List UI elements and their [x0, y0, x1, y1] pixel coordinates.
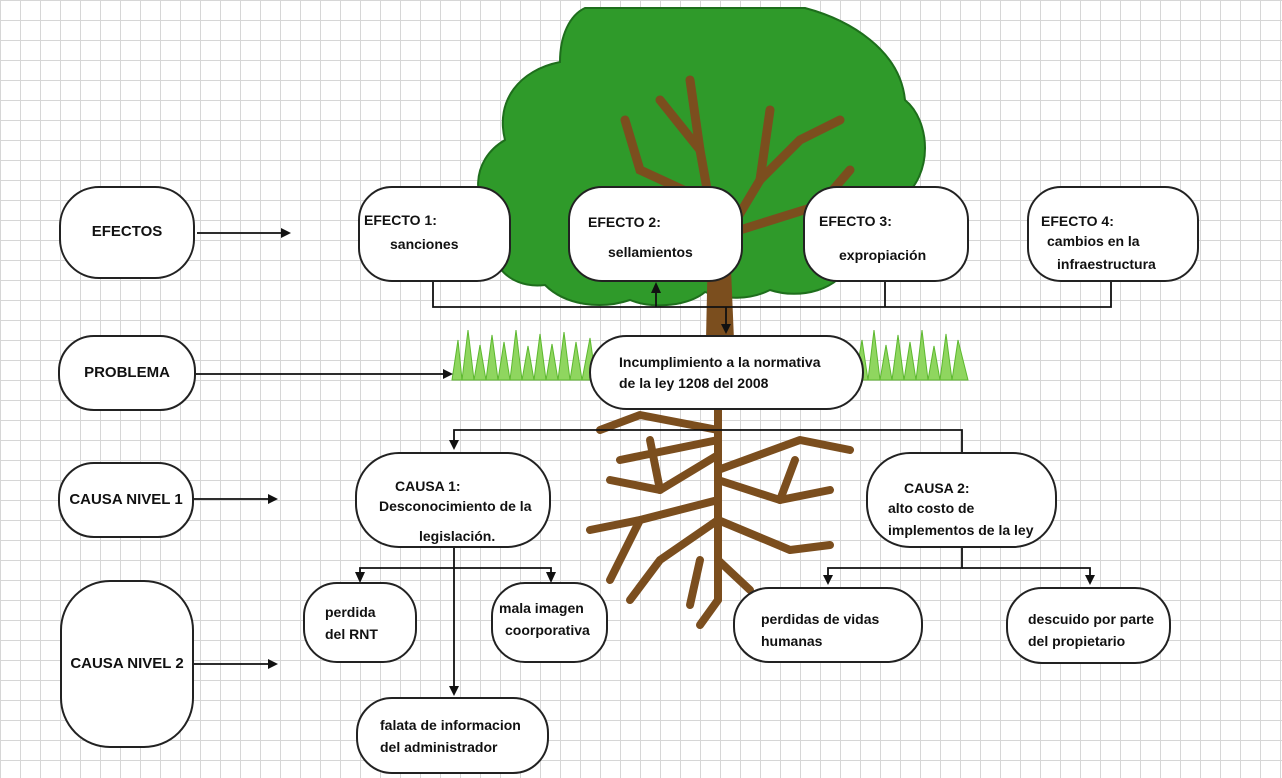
causa-2-2-line-2: coorporativa [505, 622, 590, 638]
causa-2-1-line-2: del RNT [325, 626, 378, 642]
label-causa-nivel-1-text: CAUSA NIVEL 1 [69, 490, 183, 508]
problema-box: Incumplimiento a la normativa de la ley … [589, 335, 864, 410]
label-causa-nivel-1: CAUSA NIVEL 1 [58, 462, 194, 538]
causa-2-5-line-2: del propietario [1028, 633, 1126, 649]
efecto-3-title: EFECTO 3: [819, 213, 892, 229]
causa-2-line-2: implementos de la ley [888, 522, 1034, 538]
label-efectos-text: EFECTOS [91, 223, 163, 241]
grass-right [854, 329, 969, 381]
grass-left [451, 329, 597, 381]
connector-arrowheads [268, 228, 1095, 696]
efecto-1-text: sanciones [390, 236, 459, 252]
label-causa-nivel-2: CAUSA NIVEL 2 [60, 580, 194, 748]
causa-1-box: CAUSA 1: Desconocimiento de la legislaci… [355, 452, 551, 548]
efecto-4-title: EFECTO 4: [1041, 213, 1114, 229]
label-efectos: EFECTOS [59, 186, 195, 279]
efecto-2-title: EFECTO 2: [588, 214, 661, 230]
causa-1-line-1: Desconocimiento de la [379, 498, 532, 514]
efecto-3-box: EFECTO 3: expropiación [803, 186, 969, 282]
causa-2-5-box: descuido por parte del propietario [1006, 587, 1171, 664]
label-problema-text: PROBLEMA [84, 363, 170, 381]
causa-2-title: CAUSA 2: [904, 480, 970, 496]
causa-2-1-box: perdida del RNT [303, 582, 417, 663]
efecto-4-text-1: cambios en la [1047, 233, 1140, 249]
label-causa-nivel-2-text: CAUSA NIVEL 2 [70, 654, 184, 672]
efecto-3-text: expropiación [839, 247, 927, 263]
efecto-4-box: EFECTO 4: cambios en la infraestructura [1027, 186, 1199, 282]
causa-1-title: CAUSA 1: [395, 478, 461, 494]
problema-line-1: Incumplimiento a la normativa [619, 354, 821, 370]
causa-2-3-line-1: falata de informacion [380, 717, 521, 733]
causa-2-4-box: perdidas de vidas humanas [733, 587, 923, 663]
causa-2-5-line-1: descuido por parte [1028, 611, 1155, 627]
causa-2-3-line-2: del administrador [380, 739, 498, 755]
causa-2-box: CAUSA 2: alto costo de implementos de la… [866, 452, 1057, 548]
causa-2-4-line-2: humanas [761, 633, 823, 649]
causa-2-line-1: alto costo de [888, 500, 975, 516]
tree-roots [586, 401, 854, 629]
efecto-1-box: EFECTO 1: sanciones [358, 186, 511, 282]
problema-line-2: de la ley 1208 del 2008 [619, 375, 769, 391]
causa-2-1-line-1: perdida [325, 604, 376, 620]
causa-2-2-line-1: mala imagen [499, 600, 584, 616]
efecto-1-title: EFECTO 1: [364, 212, 437, 228]
efecto-2-box: EFECTO 2: sellamientos [568, 186, 743, 282]
label-problema: PROBLEMA [58, 335, 196, 411]
causa-1-line-2: legislación. [419, 528, 496, 544]
causa-2-4-line-1: perdidas de vidas [761, 611, 880, 627]
connector-lines [194, 232, 1112, 688]
causa-2-3-box: falata de informacion del administrador [356, 697, 549, 774]
efecto-2-text: sellamientos [608, 244, 693, 260]
causa-2-2-box: mala imagen coorporativa [491, 582, 608, 663]
efecto-4-text-2: infraestructura [1057, 256, 1156, 272]
